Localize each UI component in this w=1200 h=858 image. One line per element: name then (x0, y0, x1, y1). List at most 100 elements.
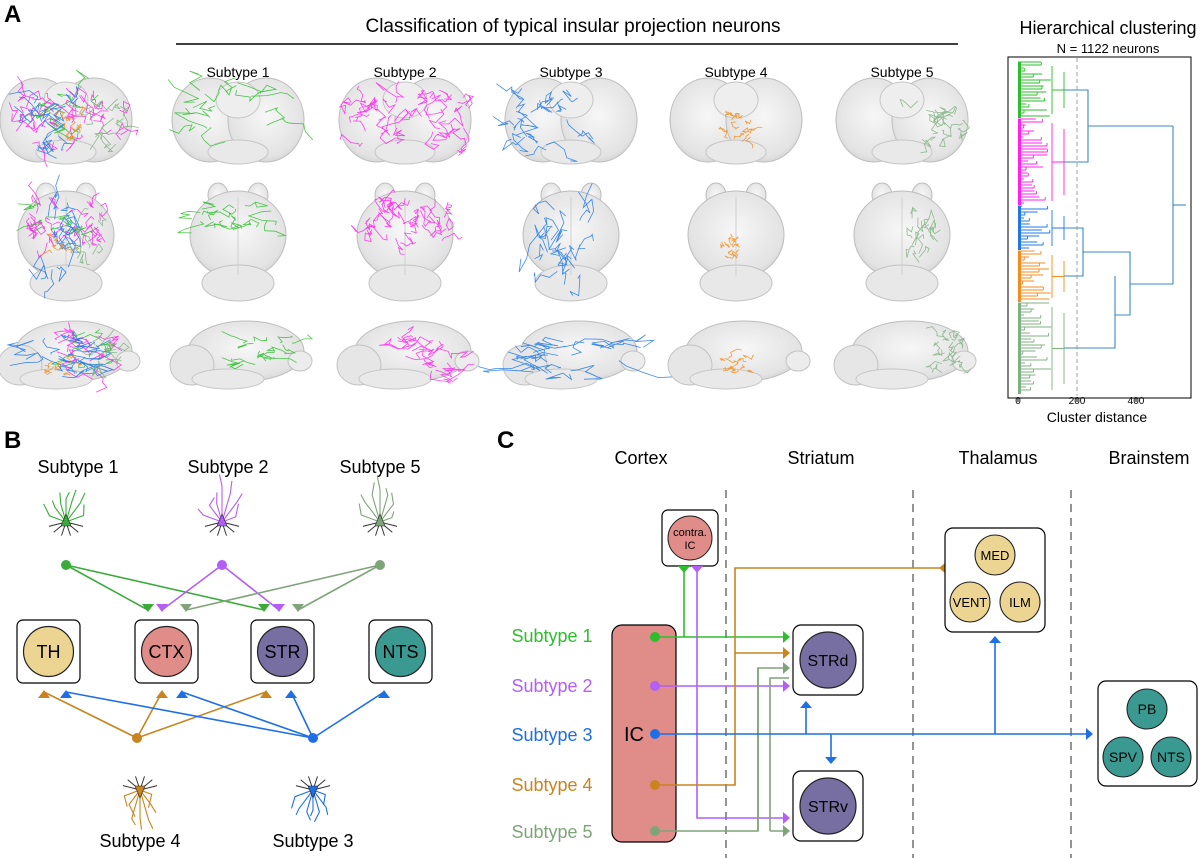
neuron-traces-subtype5 (77, 329, 130, 379)
dendrogram-cluster-bar-3 (1018, 206, 1021, 250)
brain-base (35, 139, 97, 165)
brain-render-r3-c2 (169, 320, 314, 390)
brain-render-r1-c5 (669, 77, 803, 165)
neuron-traces-subtype1 (167, 70, 314, 147)
proj-s1-str (65, 564, 265, 611)
vent-label: VENT (953, 595, 988, 610)
c-s3-thal-arrow (989, 636, 1001, 643)
neuron-subtype4-apical-dendrites (123, 789, 157, 830)
neuron-traces-subtype5 (905, 206, 941, 263)
proj-s3-str-arrowhead (285, 690, 297, 698)
region-cortex: Cortex (614, 448, 667, 468)
dendrogram-plot (1008, 58, 1191, 402)
brain-midline-structure (382, 81, 428, 119)
subtype-header-1: Subtype 1 (206, 64, 269, 80)
neuron-subtype1-soma (60, 513, 72, 527)
neuron-traces-subtype3 (518, 183, 595, 297)
c-s1-strd-arrow (783, 631, 790, 643)
strv-label: STRv (808, 799, 848, 816)
brain-side-brainstem (191, 368, 265, 390)
proj-s2-ctx-arrowhead (156, 604, 168, 612)
panel-c-letter: C (497, 427, 514, 454)
strd-circle (799, 631, 857, 689)
strv-circle (799, 777, 857, 835)
row-label-subtype5: Subtype 5 (511, 822, 592, 842)
panel-b-label-subtype5: Subtype 5 (339, 457, 420, 477)
panel-a-letter: A (4, 1, 21, 28)
pb-label: PB (1138, 701, 1157, 717)
dendrogram-tick-400: 400 (1128, 396, 1145, 407)
panel-b-label-subtype4: Subtype 4 (99, 831, 180, 851)
region-brainstem: Brainstem (1108, 448, 1189, 468)
dendrogram-cluster-bar-1 (1018, 62, 1021, 118)
dendrogram-cluster-bar-5 (1018, 303, 1021, 394)
brain-render-r2-c6 (853, 182, 951, 302)
dendrogram-subtitle: N = 1122 neurons (1057, 41, 1160, 56)
panel-b-origin-s4 (132, 733, 142, 743)
brain-side-olfactory (785, 350, 811, 372)
panel-a-title: Classification of typical insular projec… (365, 16, 780, 37)
panel-b-neurons (43, 474, 398, 830)
brain-side-olfactory (951, 350, 977, 372)
row-label-subtype1: Subtype 1 (511, 626, 592, 646)
neuron-subtype5 (358, 475, 398, 536)
proj-s2-str-arrowhead (273, 604, 285, 612)
proj-s3-str (290, 691, 314, 739)
neuron-traces-subtype2 (338, 81, 409, 148)
dendrogram-frame (1007, 56, 1192, 399)
brain-side-brainstem (855, 368, 929, 390)
neuron-traces-subtype1 (221, 331, 314, 370)
proj-s3-ctx-arrowhead (176, 690, 188, 698)
neuron-traces-subtype1 (177, 201, 286, 237)
row-labels: Subtype 1 Subtype 2 Subtype 3 Subtype 4 … (511, 626, 592, 842)
proj-s4-str (136, 691, 267, 739)
neuron-subtype2-basal-dendrites (204, 521, 240, 536)
brain-render-r2-c3 (350, 182, 463, 302)
ilm-circle (999, 581, 1041, 623)
brain-base (374, 139, 436, 165)
proj-s1-ctx (65, 564, 149, 611)
neuron-traces-subtype3 (28, 174, 83, 299)
neuron-traces-subtype4 (39, 233, 80, 257)
strd-label: STRd (808, 653, 849, 670)
dendrogram-cluster-2 (1018, 118, 1065, 204)
region-striatum: Striatum (787, 448, 854, 468)
neuron-subtype1-apical-dendrites (43, 489, 86, 523)
panel-b-projections (38, 560, 390, 743)
brain-render-r2-c2 (177, 182, 287, 302)
proj-s3-nts-arrowhead (378, 690, 390, 698)
neuron-traces-subtype5 (925, 326, 972, 374)
target-str-circle (256, 625, 309, 678)
neuron-traces-subtype4 (718, 110, 763, 149)
c-origin-dot-subtype2 (650, 681, 660, 691)
panel-c-projections (655, 562, 1093, 837)
dendrogram-title: Hierarchical clustering (1019, 18, 1196, 38)
dendrogram-cluster-bar-2 (1018, 119, 1021, 205)
ic-label: IC (624, 724, 644, 746)
proj-s3-ctx (181, 691, 314, 739)
dendrogram-tick-200: 200 (1069, 396, 1086, 407)
target-th-label: TH (37, 642, 61, 662)
proj-s2-ctx (161, 564, 223, 611)
c-origin-dot-subtype4 (650, 780, 660, 790)
brain-render-r2-c1 (16, 174, 115, 302)
brain-render-r3-c1 (0, 320, 141, 393)
panel-b-label-subtype3: Subtype 3 (272, 831, 353, 851)
c-s3-brainstem-arrow (1086, 728, 1093, 740)
proj-s4-str-arrowhead (260, 690, 272, 698)
contra-ic-circle (667, 515, 713, 561)
c-s4-thal-arrow (939, 562, 946, 574)
c-s2-strv-arrow (783, 812, 790, 824)
pb-circle (1126, 688, 1168, 730)
neuron-subtype2-soma (216, 513, 228, 527)
neuron-subtype1 (43, 489, 86, 536)
neuron-traces-subtype3 (492, 83, 595, 162)
c-s5-branch (769, 677, 789, 832)
neuron-subtype5-soma (374, 513, 386, 527)
neuron-subtype4-soma (134, 785, 146, 799)
panel-b-letter: B (4, 427, 21, 454)
dendrogram-tick-0: 0 (1015, 396, 1021, 407)
dendrogram-xlabel: Cluster distance (1047, 409, 1148, 425)
neuron-subtype3-soma (307, 785, 319, 799)
